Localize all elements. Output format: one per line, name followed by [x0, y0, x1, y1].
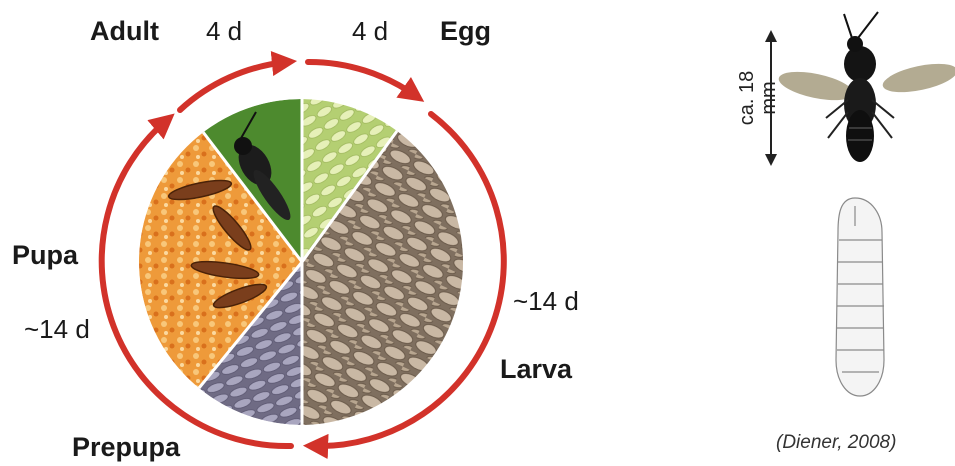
- stage-label-prepupa: Prepupa: [72, 432, 180, 463]
- scale-bar-value: ca. 18: [736, 58, 758, 138]
- duration-pupa: ~14 d: [24, 314, 90, 345]
- stage-label-adult: Adult: [90, 16, 159, 47]
- life-cycle-pie: [139, 99, 463, 425]
- stage-label-egg: Egg: [440, 16, 491, 47]
- stage-label-pupa: Pupa: [12, 240, 78, 271]
- scale-bar-label: ca. 18 mm: [736, 58, 780, 138]
- duration-larva: ~14 d: [513, 286, 579, 317]
- arrow-adult-to-egg-part2: [308, 62, 416, 96]
- duration-adult: 4 d: [206, 16, 242, 47]
- adult-fly-photo: [776, 12, 955, 162]
- duration-egg: 4 d: [352, 16, 388, 47]
- larva-drawing: [836, 198, 884, 396]
- stage-label-larva: Larva: [500, 354, 572, 385]
- scale-bar-unit: mm: [758, 58, 780, 138]
- citation: (Diener, 2008): [776, 432, 896, 454]
